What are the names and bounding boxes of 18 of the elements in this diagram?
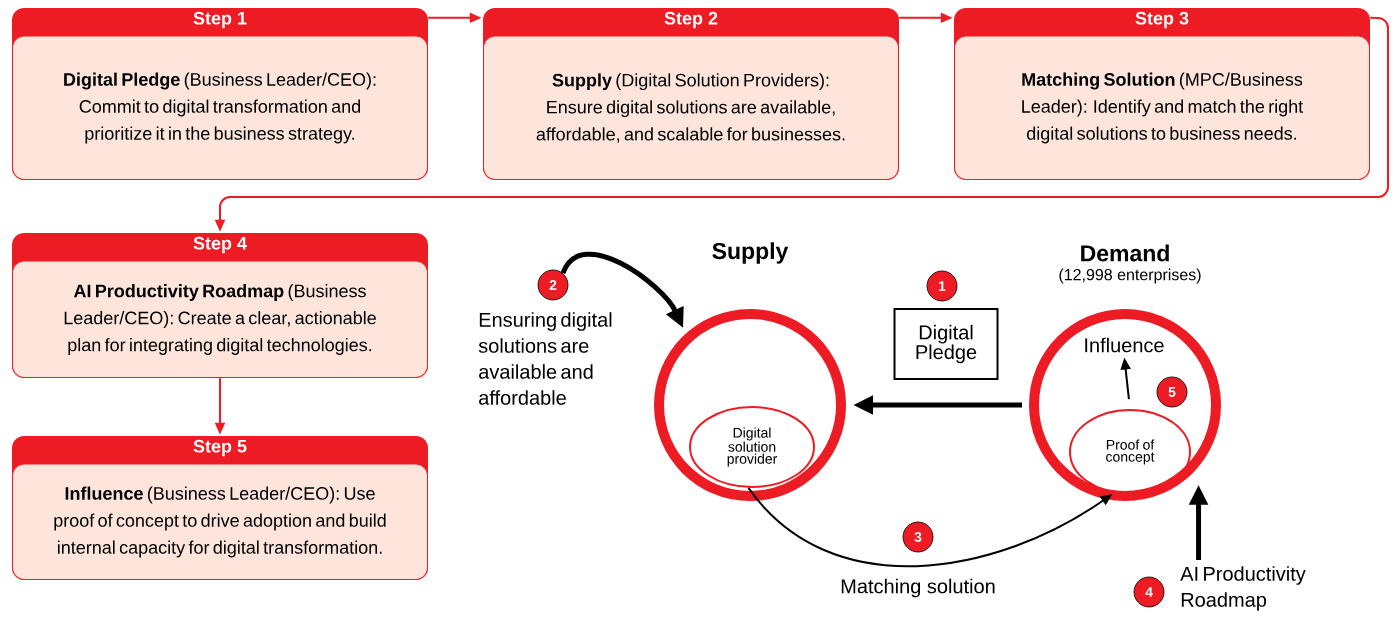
number-badge: 3 [902,521,934,553]
step-box: Step 2 Supply (Digital Solution Providers): Ensure digital solutions are available, affordable, and scalable for businesses. [483,8,899,180]
step-box: Step 5 Influence (Business Leader/CEO): Use proof of concept to drive adoption and build internal capacity for digital transformation. [12,436,428,580]
step-box: Step 3 Matching Solution (MPC/Business Leader): Identify and match the right digital solutions to business needs. [954,8,1370,180]
text-label: Influence [1085,337,1164,353]
number-badge: 5 [1156,376,1188,408]
edge-label: Matching solution [838,576,998,600]
text-box: Digital Pledge [893,308,999,380]
step-box: Step 1 Digital Pledge (Business Leader/CEO): Commit to digital transformation and prioritize it in the business strategy. [12,8,428,180]
number-badge: 4 [1133,576,1165,608]
node-label: Supply [712,242,789,264]
number-badge: 2 [537,269,569,301]
step-box: Step 4 AI Productivity Roadmap (Business Leader/CEO): Create a clear, actionable plan for integrating digital technologies. [12,233,428,378]
text-label: AI Productivity Roadmap [1180,566,1306,611]
number-badge: 1 [926,270,958,302]
node-label: Demand [1081,244,1169,262]
description-text: Ensuring digital solutions are available and affordable [478,312,612,405]
node-label: (12,998 enterprises) [1059,268,1201,284]
